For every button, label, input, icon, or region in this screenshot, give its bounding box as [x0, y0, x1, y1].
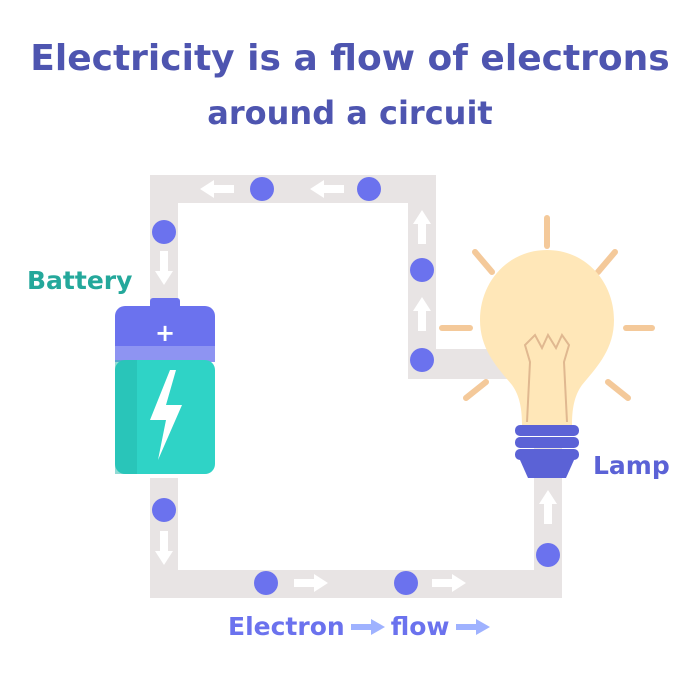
title-line-1: Electricity is a flow of electrons [0, 38, 700, 79]
battery-band [115, 346, 215, 362]
lamp-ray [472, 249, 495, 275]
electron-dot-icon [410, 348, 434, 372]
electron-dot-icon [410, 258, 434, 282]
flow-arrow-icon [294, 574, 328, 592]
battery-plus: + [155, 319, 175, 347]
flow-arrow-icon [539, 490, 557, 524]
wire-segment [150, 175, 178, 315]
lamp-ray [463, 379, 489, 401]
legend-arrow-icon [350, 618, 385, 635]
bulb-base-ring [515, 437, 579, 448]
title-line-2: around a circuit [207, 94, 493, 132]
flow-arrow-icon [155, 531, 173, 565]
lamp-rays [439, 215, 655, 401]
flow-arrow-icon [413, 210, 431, 244]
electron-dot-icon [394, 571, 418, 595]
wire-segment [150, 570, 562, 598]
bulb-base-ring [515, 425, 579, 436]
lamp-ray [605, 379, 631, 401]
legend-word-flow: flow [390, 612, 450, 641]
wire-segment [150, 175, 436, 203]
light-bulb-icon [480, 250, 614, 478]
battery-icon: + [115, 298, 215, 474]
flow-arrow-icon [413, 297, 431, 331]
legend-word-electron: Electron [228, 612, 345, 641]
flow-arrow-icon [310, 180, 344, 198]
title-line-1-rest: is a flow of electrons [234, 38, 670, 79]
electron-dot-icon [152, 220, 176, 244]
electron-dot-icon [536, 543, 560, 567]
bulb-filament [523, 332, 571, 423]
electron-dot-icon [250, 177, 274, 201]
bulb-base-tip [520, 460, 574, 478]
legend-arrow-icon [455, 618, 490, 635]
flow-arrow-icon [155, 251, 173, 285]
lamp-label: Lamp [593, 451, 670, 480]
flow-arrow-icon [200, 180, 234, 198]
electron-dot-icon [152, 498, 176, 522]
electron-dot-icon [357, 177, 381, 201]
legend: Electron flow [228, 612, 490, 641]
bulb-base-ring [515, 449, 579, 460]
flow-arrow-icon [432, 574, 466, 592]
lightning-bolt-icon [150, 370, 182, 460]
battery-shade [115, 360, 137, 474]
battery-label: Battery [27, 266, 133, 295]
electron-dot-icon [254, 571, 278, 595]
title-emphasis: Electricity [30, 38, 235, 79]
electron-flow [152, 177, 560, 595]
lamp-ray [595, 249, 618, 275]
